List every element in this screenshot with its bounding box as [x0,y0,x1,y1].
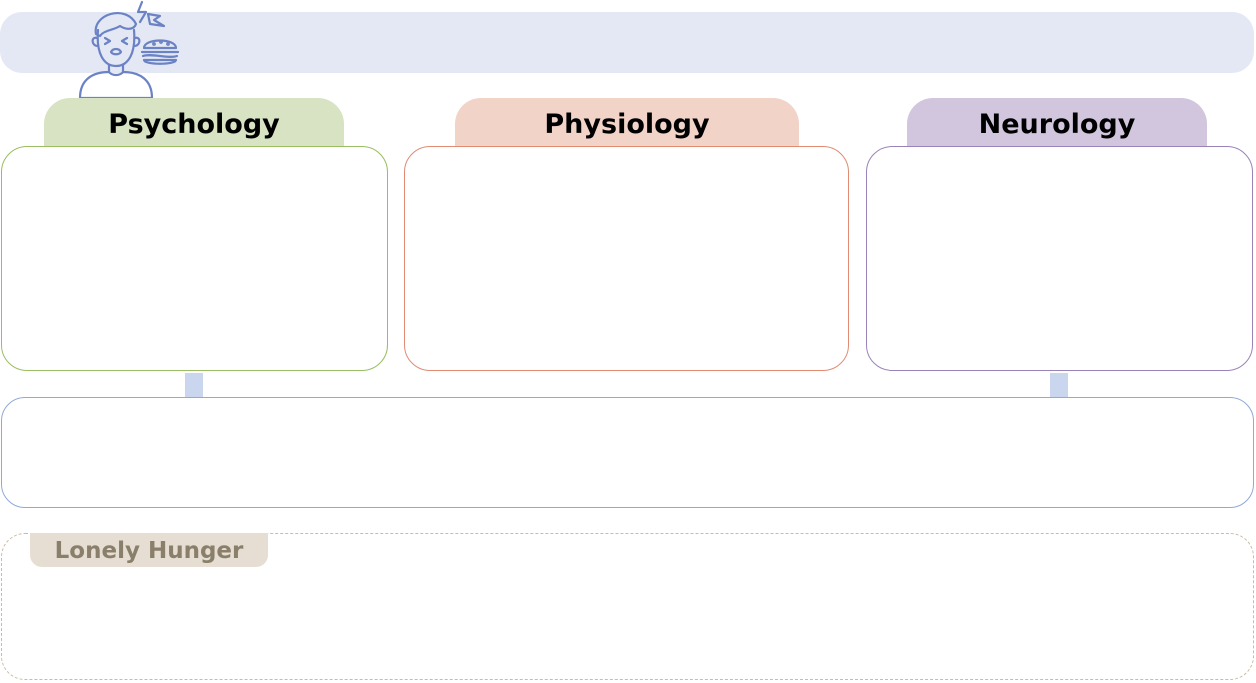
note-label: Lonely Hunger [30,533,268,567]
note-box[interactable] [1,533,1254,680]
connector-left [185,373,203,397]
tab-physiology: Physiology [455,98,799,148]
connector-right [1050,373,1068,397]
tab-neurology: Neurology [907,98,1207,148]
physiology-content-box[interactable] [404,146,849,371]
tab-psychology: Psychology [44,98,344,148]
neurology-content-box[interactable] [866,146,1253,371]
stressed-person-with-burger-icon [78,0,180,100]
psychology-content-box[interactable] [1,146,388,371]
summary-box[interactable] [1,397,1254,508]
title-banner [0,12,1254,73]
